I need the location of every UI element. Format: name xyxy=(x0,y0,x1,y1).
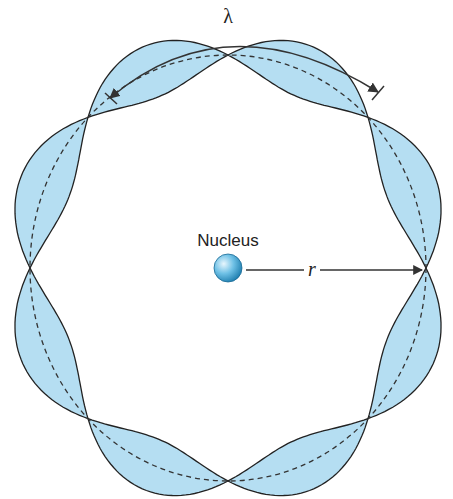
wave-lobes xyxy=(15,40,441,495)
wave-lobe xyxy=(368,268,441,419)
wavelength-arc xyxy=(110,46,378,98)
nucleus: Nucleus xyxy=(197,231,258,283)
wave-lobe xyxy=(228,419,368,496)
wave-lobe xyxy=(88,40,228,117)
orbit-circle xyxy=(30,55,426,481)
wave-lobe xyxy=(88,419,228,496)
wave-lobe xyxy=(15,268,88,419)
arc-tick xyxy=(105,93,117,104)
radius-label: r xyxy=(304,258,320,281)
wave-lobe xyxy=(15,117,88,268)
wave-lobe xyxy=(368,117,441,268)
nucleus-label: Nucleus xyxy=(197,231,258,251)
wave-lobe xyxy=(228,40,368,117)
arc-tick xyxy=(372,86,384,100)
nucleus-sphere xyxy=(213,253,243,283)
radius-arrow xyxy=(246,269,422,270)
wavelength-label: λ xyxy=(219,5,237,28)
